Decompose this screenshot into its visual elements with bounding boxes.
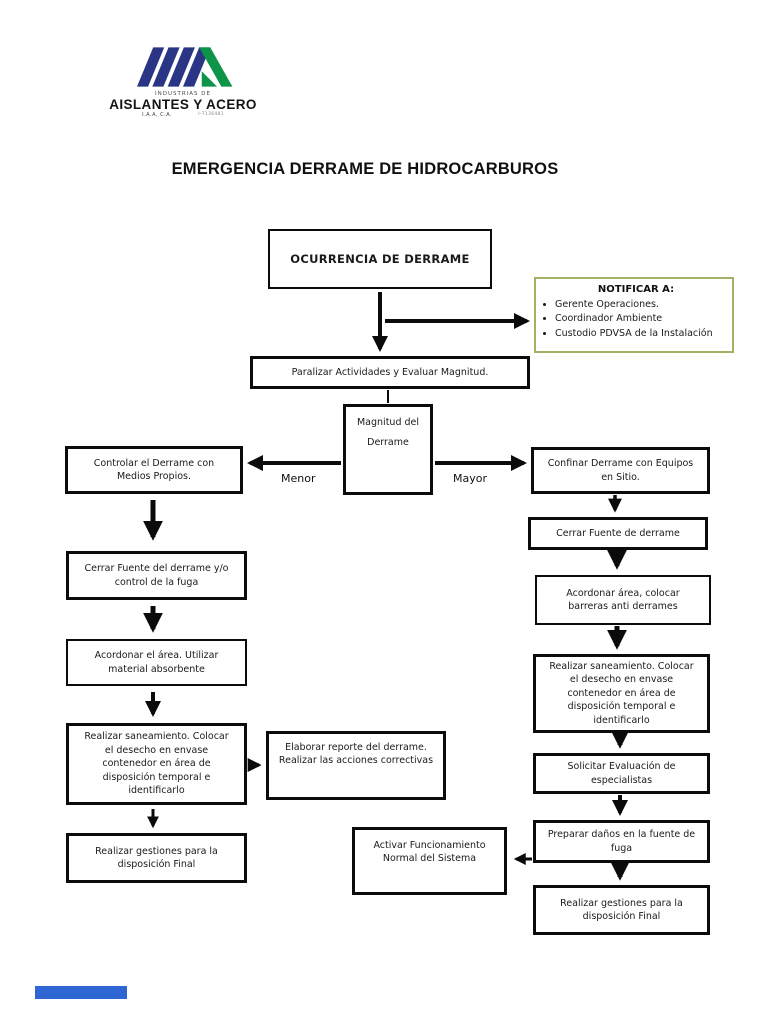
node-confinar-derrame: Confinar Derrame con Equipos en Sitio. bbox=[531, 447, 710, 494]
logo-company-name: AISLANTES Y ACERO bbox=[109, 97, 257, 112]
logo-sub-text: I.A.A, C.A. bbox=[142, 112, 173, 118]
branch-label-mayor: Mayor bbox=[453, 472, 487, 485]
bottom-blue-bar bbox=[35, 986, 127, 999]
node-controlar-derrame: Controlar el Derrame con Medios Propios. bbox=[65, 446, 243, 494]
node-notificar-a: NOTIFICAR A: Gerente Operaciones. Coordi… bbox=[534, 277, 734, 353]
node-elaborar-reporte: Elaborar reporte del derrame. Realizar l… bbox=[266, 731, 446, 800]
node-gestiones-disposicion-der: Realizar gestiones para la disposición F… bbox=[533, 885, 710, 935]
notificar-item: Coordinador Ambiente bbox=[555, 312, 728, 326]
node-preparar-danos: Preparar daños en la fuente de fuga bbox=[533, 820, 710, 863]
node-cerrar-fuente-der: Cerrar Fuente de derrame bbox=[528, 517, 708, 550]
logo-subtext-row: I.A.A, C.A. I-7136481 bbox=[108, 112, 258, 118]
page-title: EMERGENCIA DERRAME DE HIDROCARBUROS bbox=[171, 160, 559, 178]
notificar-item: Gerente Operaciones. bbox=[555, 298, 728, 312]
node-activar-funcionamiento: Activar Funcionamiento Normal del Sistem… bbox=[352, 827, 507, 895]
logo-mark-icon bbox=[137, 47, 233, 87]
node-realizar-saneamiento-der: Realizar saneamiento. Colocar el desecho… bbox=[533, 654, 710, 733]
notificar-list: Gerente Operaciones. Coordinador Ambient… bbox=[544, 298, 728, 341]
node-cerrar-fuente-izq: Cerrar Fuente del derrame y/o control de… bbox=[66, 551, 247, 600]
node-gestiones-disposicion-izq: Realizar gestiones para la disposición F… bbox=[66, 833, 247, 883]
logo-sub-right-text: I-7136481 bbox=[198, 112, 224, 117]
notificar-item: Custodio PDVSA de la Instalación bbox=[555, 327, 728, 341]
node-acordonar-area-izq: Acordonar el área. Utilizar material abs… bbox=[66, 639, 247, 686]
node-paralizar-actividades: Paralizar Actividades y Evaluar Magnitud… bbox=[250, 356, 530, 389]
logo-industrias-text: INDUSTRIAS DE bbox=[154, 91, 211, 97]
company-logo: INDUSTRIAS DE AISLANTES Y ACERO I.A.A, C… bbox=[108, 44, 258, 118]
node-solicitar-evaluacion: Solicitar Evaluación de especialistas bbox=[533, 753, 710, 794]
node-magnitud-del-derrame: Magnitud del Derrame bbox=[343, 404, 433, 495]
node-ocurrencia-de-derrame: OCURRENCIA DE DERRAME bbox=[268, 229, 492, 289]
notificar-title: NOTIFICAR A: bbox=[597, 284, 675, 295]
node-acordonar-area-der: Acordonar área, colocar barreras anti de… bbox=[535, 575, 711, 625]
branch-label-menor: Menor bbox=[281, 472, 316, 485]
node-realizar-saneamiento-izq: Realizar saneamiento. Colocar el desecho… bbox=[66, 723, 247, 805]
